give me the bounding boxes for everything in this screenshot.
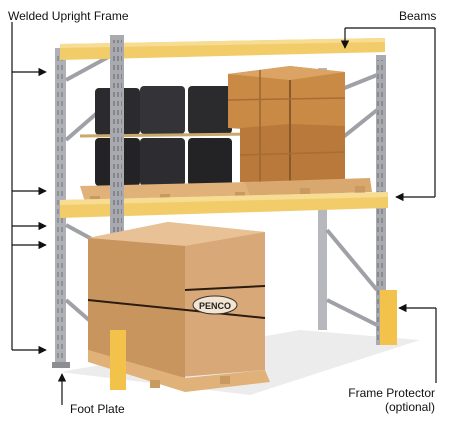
top-beam	[60, 38, 385, 60]
lower-pallet	[88, 350, 270, 392]
foot-plate-label: Foot Plate	[70, 402, 125, 416]
welded-upright-frame-label: Welded Upright Frame	[8, 9, 129, 23]
middle-beam	[60, 192, 388, 218]
frame-protector-label-line2: (optional)	[384, 400, 435, 414]
foot-plate	[52, 362, 70, 368]
frame-protector-label-line1: Frame Protector	[348, 386, 435, 400]
beams-label: Beams	[399, 9, 437, 23]
leader-lines	[11, 22, 437, 405]
wooden-crates	[227, 66, 346, 186]
frame-protector-right	[380, 290, 397, 345]
frame-protector-left	[110, 330, 126, 390]
frame-protector-label: Frame Protector (optional)	[348, 386, 435, 414]
box-brand-text: PENCO	[199, 301, 231, 311]
